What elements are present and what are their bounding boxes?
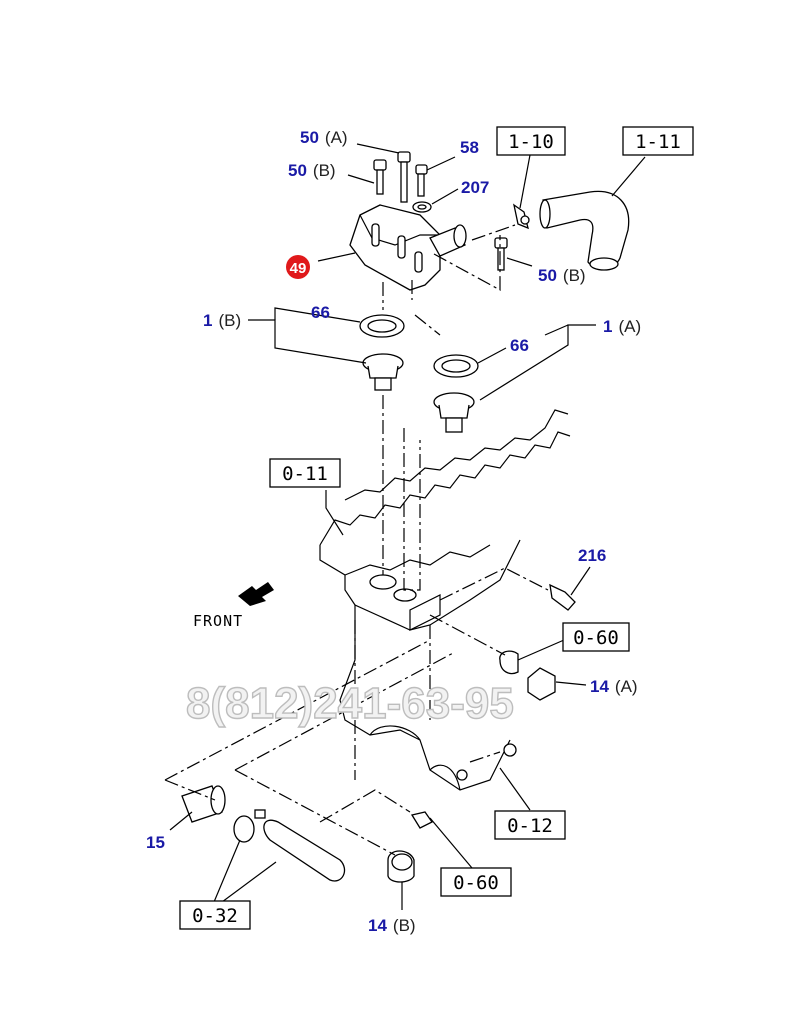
callout-49-label: 49 [290, 260, 307, 277]
svg-text:1-10: 1-10 [508, 131, 554, 153]
ref-box-0-60-lower[interactable]: 0-60 [440, 867, 512, 897]
front-label: FRONT [193, 612, 243, 630]
thermostats-drawing [359, 314, 479, 433]
ref-box-0-11[interactable]: 0-11 [269, 458, 341, 488]
svg-text:0-60: 0-60 [453, 872, 499, 894]
svg-text:0-11: 0-11 [282, 463, 328, 485]
ref-box-0-12[interactable]: 0-12 [494, 810, 566, 840]
thermostat-housing-drawing [349, 204, 467, 291]
svg-text:0-12: 0-12 [507, 815, 553, 837]
callout-1-a[interactable]: 1(A) [603, 317, 641, 336]
svg-text:0-32: 0-32 [192, 905, 238, 927]
callout-216[interactable]: 216 [578, 546, 606, 565]
hose-drawing [539, 190, 630, 271]
construction-lines [164, 224, 549, 856]
leader-lines [169, 143, 646, 910]
ref-box-0-60-upper[interactable]: 0-60 [562, 622, 630, 652]
callout-49-highlighted[interactable]: 49 [286, 255, 310, 279]
callout-207[interactable]: 207 [461, 178, 489, 197]
ref-box-1-11[interactable]: 1-11 [622, 126, 694, 156]
watermark-phone: 8(812)241-63-95 [186, 679, 514, 728]
callout-50-a[interactable]: 50(A) [300, 128, 348, 147]
callout-15[interactable]: 15 [146, 833, 165, 852]
callout-14-b[interactable]: 14(B) [368, 916, 416, 935]
svg-text:1-11: 1-11 [635, 131, 681, 153]
lower-parts-drawing [181, 583, 576, 883]
callout-50-b[interactable]: 50(B) [288, 161, 336, 180]
callout-58[interactable]: 58 [460, 138, 479, 157]
svg-text:0-60: 0-60 [573, 627, 619, 649]
front-arrow [238, 582, 274, 606]
ref-box-1-10[interactable]: 1-10 [496, 126, 566, 156]
callout-66-upper[interactable]: 66 [311, 303, 330, 322]
ref-box-0-32[interactable]: 0-32 [179, 900, 251, 930]
callout-66-lower[interactable]: 66 [510, 336, 529, 355]
callout-1-b[interactable]: 1(B) [203, 311, 241, 330]
callout-14-a[interactable]: 14(A) [590, 677, 638, 696]
engine-block-drawing [319, 409, 571, 791]
bolts-drawing [373, 151, 530, 271]
callout-50-b-right[interactable]: 50(B) [538, 266, 586, 285]
